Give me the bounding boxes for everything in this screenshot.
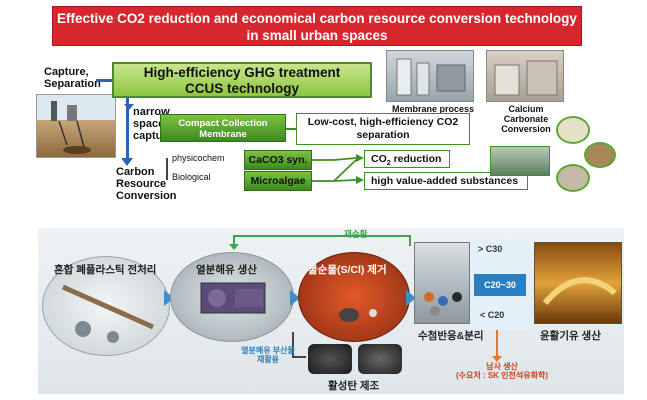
conveyor-icon [61, 284, 155, 343]
membrane-photo [386, 50, 474, 102]
step5-illustration [534, 242, 622, 324]
product-cycle [486, 112, 618, 194]
compact-membrane-button: Compact Collection Membrane [160, 114, 286, 142]
reactor-icon [200, 282, 266, 314]
microalgae-button: Microalgae [244, 171, 312, 191]
lowcost-line2: separation [356, 129, 410, 141]
byproduct-line1: 열분해유 부산물 [241, 346, 295, 355]
product-circle-1 [556, 116, 590, 144]
byproduct-label: 열분해유 부산물 재활용 [238, 346, 298, 364]
vertical-flow-arrow [126, 98, 129, 160]
title-line2: in small urban spaces [246, 28, 388, 43]
step2-illustration [170, 252, 294, 342]
connector [286, 128, 296, 130]
carbon-conversion-label: Carbon Resource Conversion [116, 166, 177, 202]
main-banner-line2: CCUS technology [184, 81, 299, 96]
calcium-caption-line2: Conversion [501, 124, 551, 134]
calcium-caption: Calcium Carbonate Conversion [486, 104, 566, 134]
step6-label: 활성탄 제조 [328, 380, 380, 392]
recycle-label: 재순환 [344, 229, 368, 239]
co2-reduction-box: CO2 reduction [364, 150, 450, 168]
charcoal-photo-1 [308, 344, 352, 374]
lowcost-box: Low-cost, high-efficiency CO2 separation [296, 113, 470, 145]
carbon-text: Carbon [116, 166, 155, 178]
main-banner-line1: High-efficiency GHG treatment [143, 65, 341, 80]
c20-label: < C20 [480, 310, 505, 320]
charcoal-photo-2 [358, 344, 402, 374]
space-text: space [133, 118, 165, 130]
step2-label: 열분해유 생산 [196, 264, 257, 276]
byproduct-branch-line [292, 356, 306, 358]
capture-label: Capture, Separation [44, 66, 101, 90]
down-arrow-icon [124, 104, 134, 110]
product-circle-2 [584, 142, 616, 168]
high-value-box: high value-added substances [364, 172, 528, 190]
product-circle-3 [556, 164, 590, 192]
calcium-plant-icon [494, 60, 558, 96]
main-banner: High-efficiency GHG treatment CCUS techn… [112, 62, 372, 98]
branch-line [166, 158, 168, 180]
membrane-equipment-icon [396, 58, 466, 96]
capture-illustration [36, 94, 116, 158]
physico-label: physicochem [172, 153, 225, 163]
byproduct-branch-line [292, 332, 294, 358]
impurity-icon [339, 308, 377, 322]
step1-label: 혼합 폐플라스틱 전처리 [54, 264, 157, 276]
step1-illustration [42, 256, 170, 356]
step4-illustration [414, 242, 470, 324]
storage-diagram-icon [51, 101, 91, 154]
compact-line2: Membrane [199, 129, 247, 140]
lowcost-line1: Low-cost, high-efficiency CO2 [307, 116, 459, 128]
bio-label: Biological [172, 172, 211, 182]
step4-label: 수첨반응&분리 [418, 330, 484, 342]
byproduct-line2: 재활용 [256, 355, 280, 364]
flow-arrow-icon [406, 290, 416, 306]
c30-label: > C30 [478, 244, 503, 254]
down-arrow-icon [492, 356, 502, 362]
caco3-button: CaCO3 syn. [244, 150, 312, 170]
naphtha-line1: 납사 생산 [486, 362, 518, 371]
membrane-caption: Membrane process [392, 104, 475, 114]
naphtha-arrow [496, 330, 498, 358]
flow-arrow-icon [290, 290, 300, 306]
lubricant-icon [542, 277, 617, 305]
outcome-arrows [312, 154, 364, 184]
resource-text: Resource [116, 178, 167, 190]
title-banner: Effective CO2 reduction and economical c… [52, 6, 582, 46]
microalgae-farm-photo [490, 146, 550, 176]
flow-arrow-icon [164, 290, 174, 306]
capture-text: Capture, [44, 66, 89, 78]
c20-30-label: C20~30 [474, 274, 526, 296]
step5-label: 윤활기유 생산 [540, 330, 601, 342]
title-line1: Effective CO2 reduction and economical c… [57, 11, 577, 26]
co2-suffix: reduction [390, 153, 442, 165]
calcium-photo [486, 50, 564, 102]
co2-sub: 2 [386, 160, 391, 168]
co2-prefix: CO [371, 153, 387, 165]
catalyst-icon [424, 292, 462, 316]
separation-text: Separation [44, 78, 101, 90]
capture-arrow [96, 79, 112, 82]
naphtha-line2: (수요처 : SK 인천석유화학) [455, 371, 548, 380]
step3-label: 불순물(S/Cl) 제거 [308, 264, 387, 276]
naphtha-product: 납사 생산 (수요처 : SK 인천석유화학) [452, 362, 552, 380]
conversion-text: Conversion [116, 190, 177, 202]
recycle-arrow [229, 235, 411, 250]
calcium-caption-line1: Calcium Carbonate [503, 104, 549, 124]
down-arrow-icon [121, 158, 133, 166]
compact-line1: Compact Collection [178, 118, 268, 129]
